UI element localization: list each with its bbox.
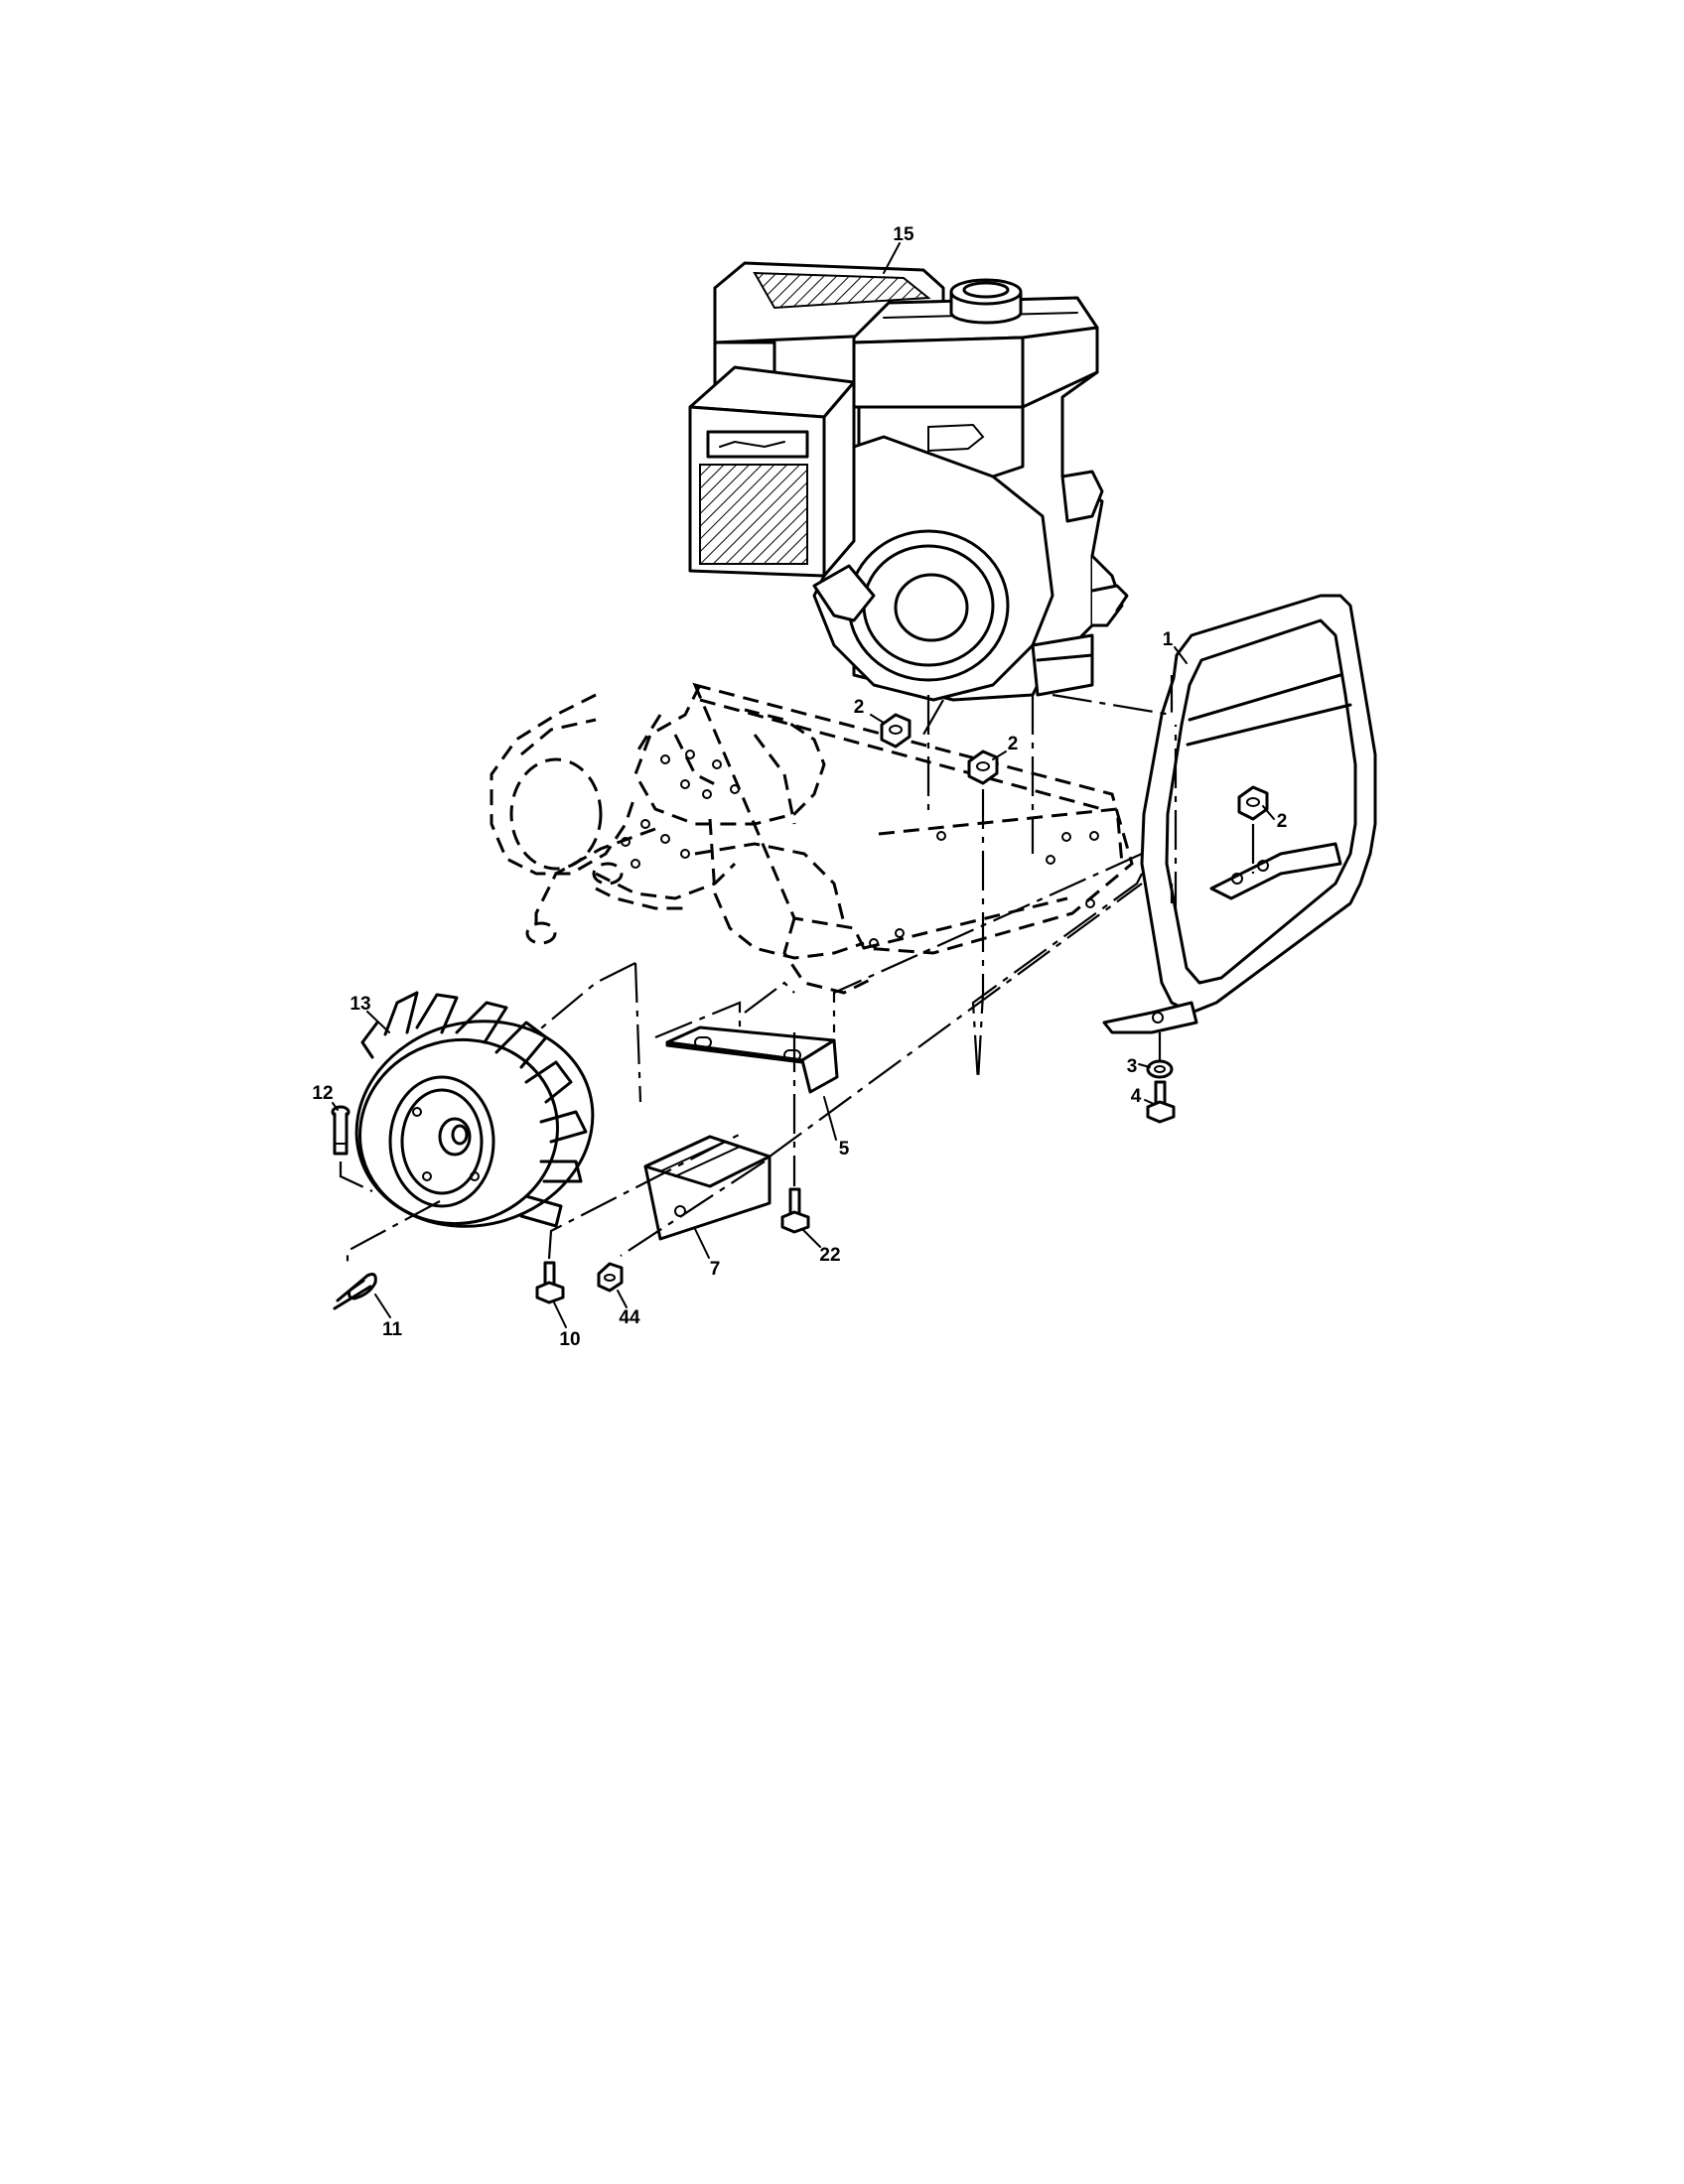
weight	[643, 1135, 772, 1241]
clevis-pin	[331, 1105, 351, 1156]
callout-2-right: 2	[1277, 811, 1288, 832]
callout-44: 44	[619, 1307, 640, 1328]
hex-nut-44	[597, 1262, 624, 1293]
callout-3: 3	[1127, 1056, 1138, 1077]
tiller-frame-phantom	[490, 682, 1134, 995]
callout-4: 4	[1131, 1086, 1142, 1107]
callout-1: 1	[1163, 629, 1174, 650]
callout-labels: 15 1 2 2 2 3 4 5 7 22 13 12 11 10 44	[312, 224, 1287, 1350]
callout-10: 10	[559, 1329, 580, 1350]
bolt-4	[1146, 1080, 1176, 1124]
front-bumper	[1102, 594, 1377, 1034]
bolt-10	[535, 1261, 565, 1304]
hex-nut-2b	[967, 750, 999, 785]
bracket	[665, 1025, 839, 1094]
callout-7: 7	[710, 1259, 721, 1280]
center-lines	[339, 675, 1255, 1266]
callout-2-center: 2	[1008, 734, 1019, 754]
wheel-tire	[354, 991, 595, 1228]
callout-13: 13	[350, 994, 370, 1015]
callout-12: 12	[312, 1083, 333, 1104]
hex-nut-2a	[880, 713, 912, 749]
washer	[1146, 1059, 1174, 1079]
callout-15: 15	[893, 224, 914, 245]
callout-leaders	[332, 242, 1275, 1328]
engine	[688, 261, 1129, 702]
callout-22: 22	[819, 1245, 840, 1266]
callout-11: 11	[382, 1319, 403, 1340]
callout-5: 5	[839, 1139, 850, 1160]
callout-2-left: 2	[854, 697, 865, 718]
hex-nut-2c	[1237, 785, 1269, 821]
hairpin-cotter	[333, 1273, 377, 1310]
bolt-22	[780, 1187, 810, 1234]
